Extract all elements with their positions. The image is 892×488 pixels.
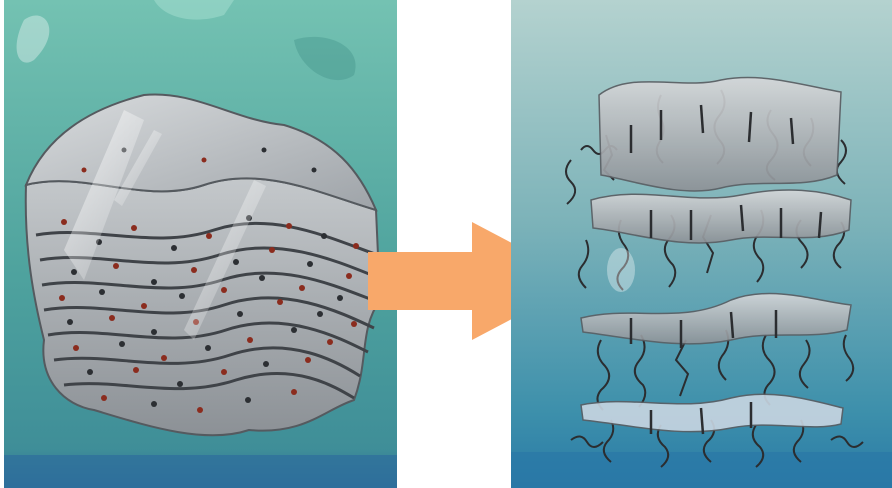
stacked-clay-platelets-icon [4, 0, 397, 488]
exfoliated-clay-layers-with-polymer-chains-icon [511, 0, 892, 488]
exfoliated-clay-panel [511, 0, 892, 488]
stacked-clay-panel [4, 0, 397, 488]
